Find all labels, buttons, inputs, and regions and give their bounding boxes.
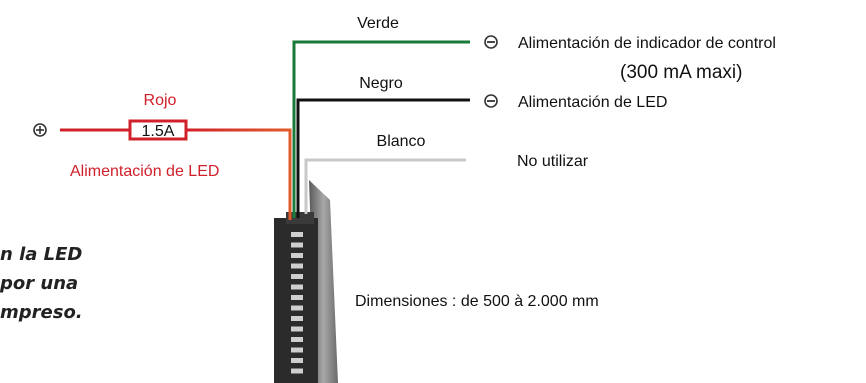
minus-terminal-icon-black [484,94,498,108]
white-wire [304,158,466,214]
led-dot [291,326,303,332]
led-dot [291,316,303,321]
green-wire [292,40,470,218]
fuse-label: 1.5A [142,123,175,140]
led-dot [291,337,303,342]
white-desc: No utilizar [517,153,589,170]
red-wire-label: Rojo [144,92,177,109]
led-dot [291,284,303,290]
led-dot [291,263,303,269]
led-dot [291,232,303,237]
note-line-3: mpreso. [0,302,83,323]
fuse-box [128,119,188,141]
black-wire [296,98,470,218]
green-desc-line2: (300 mA maxi) [620,62,742,83]
fuse: 1.5A [128,119,188,141]
led-dot [291,358,303,363]
plus-terminal-icon [33,123,47,137]
dimensions-label: Dimensiones : de 500 à 2.000 mm [355,293,599,310]
led-dot [291,242,303,248]
led-dot [291,347,303,353]
led-dot [291,274,303,279]
note-line-1: n la LED [0,244,82,265]
led-dot [291,368,303,374]
red-desc: Alimentación de LED [70,163,219,180]
led-dot [291,295,303,300]
green-desc-line1: Alimentación de indicador de control [518,35,776,52]
led-dot [291,305,303,311]
minus-terminal-icon-green [484,35,498,49]
note-line-2: por una [0,273,78,294]
black-wire-label: Negro [359,75,403,92]
black-desc: Alimentación de LED [518,94,667,111]
green-wire-label: Verde [357,15,399,32]
white-wire-label: Blanco [377,133,426,150]
led-dot [291,253,303,258]
red-wire-right [186,128,292,220]
led-strip [291,232,303,374]
